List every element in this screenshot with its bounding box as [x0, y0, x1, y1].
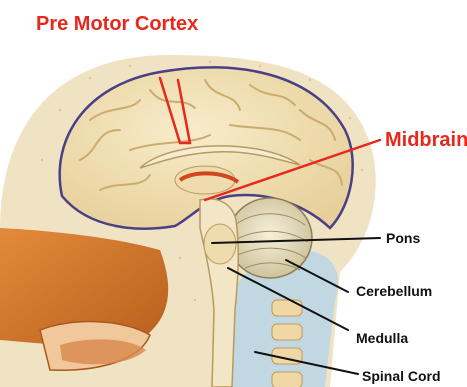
- label-pre-motor-cortex: Pre Motor Cortex: [36, 13, 198, 35]
- label-cerebellum: Cerebellum: [356, 283, 432, 299]
- label-pons: Pons: [386, 230, 420, 246]
- label-medulla: Medulla: [356, 330, 408, 346]
- thalamus: [175, 166, 235, 194]
- label-spinal-cord: Spinal Cord: [362, 368, 441, 384]
- label-midbrain: Midbrain: [385, 129, 467, 151]
- pons-shape: [204, 224, 236, 264]
